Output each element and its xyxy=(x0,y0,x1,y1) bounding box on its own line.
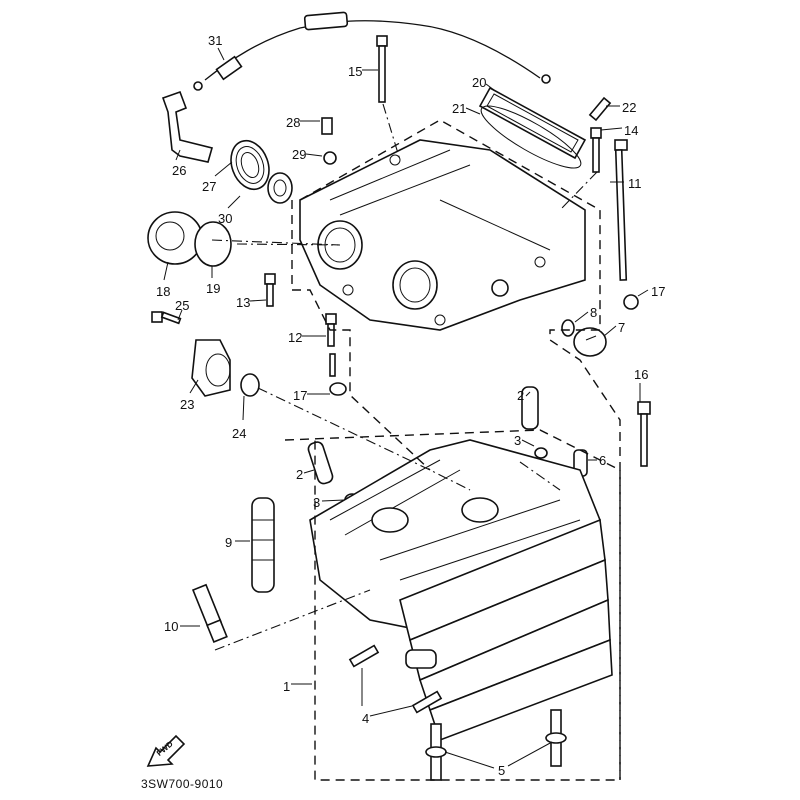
leader-3a xyxy=(519,461,561,491)
callout-3b: 3 xyxy=(313,495,321,510)
part-20-cover xyxy=(478,86,587,160)
part-12-bolt xyxy=(325,313,337,377)
leader-24 xyxy=(257,387,471,491)
part-19-oring xyxy=(194,221,232,267)
fwd-arrow-icon xyxy=(146,734,186,767)
part-28-bolt xyxy=(321,117,333,135)
callout-24: 24 xyxy=(232,426,247,441)
leader-10 xyxy=(214,589,371,651)
part-30-seal xyxy=(267,172,293,204)
part-10-spark-plug xyxy=(191,583,228,644)
callout-20: 20 xyxy=(472,75,487,90)
part-22-bolt xyxy=(588,96,612,122)
callout-6: 6 xyxy=(599,453,607,468)
part-21-gasket xyxy=(480,105,582,169)
callout-1: 1 xyxy=(283,679,291,694)
callout-31: 31 xyxy=(208,33,223,48)
part-5-stud-b xyxy=(545,709,567,767)
part-25-bolt xyxy=(151,311,182,325)
leader-18 xyxy=(236,243,341,246)
part-17-washer xyxy=(623,294,639,310)
callout-16: 16 xyxy=(634,367,649,382)
part-8-oring xyxy=(561,319,575,337)
cylinder-head-cover xyxy=(299,139,586,331)
upper-assembly-boundary xyxy=(291,200,431,471)
part-7-plug xyxy=(573,327,607,357)
callout-19: 19 xyxy=(206,281,221,296)
callout-7: 7 xyxy=(618,320,626,335)
callout-21: 21 xyxy=(452,101,467,116)
callout-4: 4 xyxy=(362,711,370,726)
callout-5: 5 xyxy=(498,763,506,778)
part-14-bolt xyxy=(590,127,602,173)
throttle-cable xyxy=(193,11,551,91)
part-15-bolt xyxy=(376,35,388,103)
callout-9: 9 xyxy=(225,535,233,550)
callout-27: 27 xyxy=(202,179,217,194)
part-9-plug xyxy=(251,497,275,593)
callout-29: 29 xyxy=(292,147,307,162)
callout-30: 30 xyxy=(218,211,233,226)
callout-23: 23 xyxy=(180,397,195,412)
part-17b-washer xyxy=(329,382,347,396)
callout-28: 28 xyxy=(286,115,301,130)
callout-17a: 17 xyxy=(651,284,666,299)
callout-25: 25 xyxy=(175,298,190,313)
part-27-spring xyxy=(230,139,270,191)
part-18-cap xyxy=(147,211,203,265)
part-16-bolt xyxy=(637,401,651,467)
callout-10: 10 xyxy=(164,619,179,634)
callout-2b: 2 xyxy=(296,467,304,482)
cylinder-head xyxy=(309,439,613,742)
part-13-bolt xyxy=(264,273,276,307)
callout-15: 15 xyxy=(348,64,363,79)
callout-18: 18 xyxy=(156,284,171,299)
part-23-holder xyxy=(191,339,231,397)
part-2b-valve-guide xyxy=(307,441,334,485)
part-4-stud-b xyxy=(411,690,443,714)
part-26-lever xyxy=(161,90,213,163)
callout-3a: 3 xyxy=(514,433,522,448)
part-24-oring xyxy=(240,373,260,397)
upper-assembly-boundary-right xyxy=(299,119,621,780)
drawing-code: 3SW700-9010 xyxy=(141,777,224,791)
callout-11: 11 xyxy=(628,176,642,191)
callout-leaders xyxy=(163,47,649,769)
part-3a-clip xyxy=(534,447,548,459)
callout-22: 22 xyxy=(622,100,637,115)
callout-17b: 17 xyxy=(293,388,308,403)
leader-19 xyxy=(211,239,341,246)
part-29-washer xyxy=(323,151,337,165)
callout-26: 26 xyxy=(172,163,187,178)
callout-13: 13 xyxy=(236,295,251,310)
part-5-stud-a xyxy=(425,723,447,781)
lower-assembly-boundary xyxy=(284,429,621,781)
callout-12: 12 xyxy=(288,330,303,345)
callout-8: 8 xyxy=(590,305,598,320)
callout-2a: 2 xyxy=(517,388,525,403)
leader-15 xyxy=(382,103,401,161)
part-11-long-bolt xyxy=(614,139,628,281)
part-4-stud-a xyxy=(348,644,380,668)
callout-14: 14 xyxy=(624,123,639,138)
part-2a-valve-guide xyxy=(521,386,539,430)
leader-14 xyxy=(559,171,598,211)
